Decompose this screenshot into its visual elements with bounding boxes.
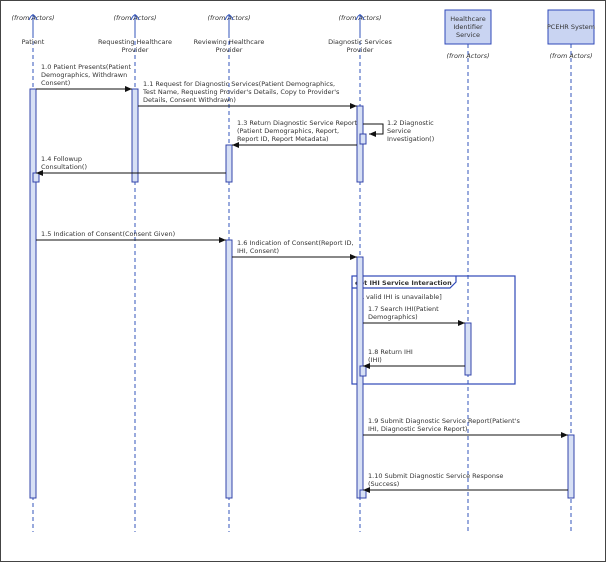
message-m6[interactable]: 1.5 Indication of Consent(Consent Given) — [36, 230, 226, 243]
message-label: Consent) — [41, 79, 70, 87]
actor-reviewing[interactable]: (from Actors)Reviewing HealthcareProvide… — [194, 14, 265, 54]
activation-bar — [32, 172, 40, 183]
actor-label: Reviewing Healthcare — [194, 38, 265, 46]
activation-bar — [359, 489, 367, 499]
opt-fragment: opt IHI Service Interaction [A valid IHI … — [351, 275, 516, 385]
message-label: (Patient Demographics, Report, — [237, 127, 339, 135]
message-label: 1.9 Submit Diagnostic Service Report(Pat… — [368, 417, 521, 425]
activation-bar — [29, 88, 37, 499]
activation-bar — [567, 434, 575, 499]
activation-bar — [131, 88, 139, 183]
actor-label: Provider — [122, 46, 149, 54]
message-label: 1.2 Diagnostic — [387, 119, 434, 127]
actors-layer: (from Actors)Patient(from Actors)Request… — [11, 9, 595, 60]
message-m9[interactable]: 1.8 Return IHI(IHI) — [363, 348, 465, 369]
actor-box-label: PCEHR System — [547, 23, 595, 31]
self-message-arrow — [363, 123, 384, 137]
message-label: IHI, Consent) — [237, 247, 279, 255]
opt-fragment-frame — [351, 275, 516, 385]
opt-fragment-operator: opt IHI Service Interaction — [355, 279, 452, 287]
opt-fragment-guard: [A valid IHI is unavailable] — [357, 293, 442, 301]
message-label: 1.3 Return Diagnostic Service Report — [237, 119, 358, 127]
actor-label: Patient — [22, 38, 45, 46]
message-m3[interactable]: 1.3 Return Diagnostic Service Report(Pat… — [232, 119, 358, 148]
actor-pcehr[interactable]: PCEHR System (from Actors) — [547, 9, 595, 60]
message-label: IHI, Diagnostic Service Report) — [368, 425, 467, 433]
activations-layer — [29, 88, 575, 499]
message-label: Consultation() — [41, 163, 87, 171]
actor-label: Diagnostic Services — [328, 38, 392, 46]
message-label: 1.4 Followup — [41, 155, 82, 163]
message-label: Report ID, Report Metadata) — [237, 135, 329, 143]
message-m2[interactable]: 1.1 Request for Diagnostic Services(Pati… — [138, 80, 357, 109]
actor-box-label: Service — [456, 31, 480, 39]
actor-note: (from Actors) — [549, 52, 592, 60]
message-label: Investigation() — [387, 135, 434, 143]
actor-box-label: Healthcare — [450, 15, 485, 23]
actor-box — [547, 9, 595, 45]
message-m11[interactable]: 1.10 Submit Diagnostic Service Response(… — [363, 472, 568, 493]
actor-patient[interactable]: (from Actors)Patient — [11, 14, 55, 46]
actor-box-label: Identifier — [453, 23, 483, 31]
message-label: 1.10 Submit Diagnostic Service Response — [368, 472, 503, 480]
message-label: 1.1 Request for Diagnostic Services(Pati… — [143, 80, 335, 88]
message-label: 1.6 Indication of Consent(Report ID, — [237, 239, 354, 247]
actor-note: (from Actors) — [446, 52, 489, 60]
messages-layer: 1.0 Patient Presents(PatientDemographics… — [36, 63, 568, 493]
activation-bar — [225, 239, 233, 499]
message-label: Demographics, Withdrawn — [41, 71, 127, 79]
message-m10[interactable]: 1.9 Submit Diagnostic Service Report(Pat… — [363, 417, 568, 438]
activation-bar — [359, 133, 367, 145]
opt-fragment-tab — [352, 276, 457, 289]
message-label: Service — [387, 127, 411, 135]
message-label: 1.0 Patient Presents(Patient — [41, 63, 131, 71]
message-label: 1.7 Search IHI(Patient — [368, 305, 439, 313]
actor-label: Provider — [216, 46, 243, 54]
message-m1[interactable]: 1.0 Patient Presents(PatientDemographics… — [36, 63, 132, 92]
message-label: Test Name, Requesting Provider's Details… — [142, 88, 340, 96]
message-label: Demographics) — [368, 313, 418, 321]
message-label: 1.8 Return IHI — [368, 348, 413, 356]
lifelines-layer — [32, 34, 572, 532]
actor-requesting[interactable]: (from Actors)Requesting HealthcareProvid… — [98, 14, 172, 54]
activation-bar — [464, 322, 472, 376]
actor-label: Provider — [347, 46, 374, 54]
message-label: (IHI) — [368, 356, 382, 364]
activation-bar — [225, 144, 233, 183]
activation-bar — [356, 256, 364, 499]
actor-label: Requesting Healthcare — [98, 38, 172, 46]
message-label: (Success) — [368, 480, 399, 488]
message-label: Details, Consent Withdrawn) — [143, 96, 236, 104]
message-m7[interactable]: 1.6 Indication of Consent(Report ID,IHI,… — [232, 239, 357, 260]
message-label: 1.5 Indication of Consent(Consent Given) — [41, 230, 175, 238]
activation-bar — [359, 365, 367, 377]
actor-box — [444, 9, 492, 45]
